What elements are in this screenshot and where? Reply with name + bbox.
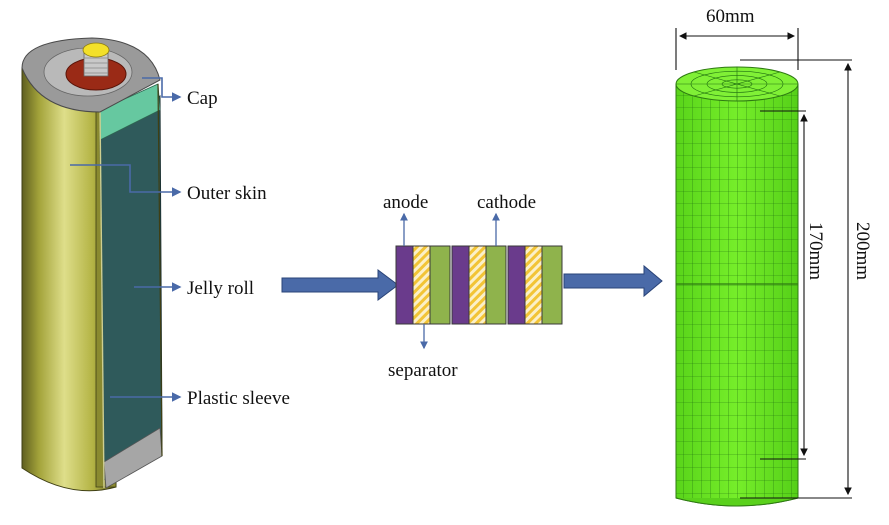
separator-layer-1 [412, 245, 431, 325]
terminal-tip [82, 42, 110, 58]
callout-lines [70, 77, 182, 402]
label-cap: Cap [187, 88, 218, 109]
label-outer-skin: Outer skin [187, 183, 267, 204]
arrow-to-layers [281, 269, 399, 301]
label-cathode: cathode [477, 192, 536, 213]
cathode-layer-3 [541, 245, 563, 325]
label-anode: anode [383, 192, 428, 213]
anode-layer-2 [451, 245, 470, 325]
label-jelly-roll: Jelly roll [187, 278, 254, 299]
mesh-cylinder [675, 66, 799, 507]
dimension-lines [675, 28, 852, 499]
label-height-200mm: 200mm [852, 222, 873, 280]
separator-layer-2 [468, 245, 487, 325]
anode-layer-1 [395, 245, 414, 325]
battery-cutaway [21, 37, 163, 492]
cathode-layer-1 [429, 245, 451, 325]
label-width-60mm: 60mm [706, 6, 755, 27]
layer-stack [395, 245, 563, 325]
separator-layer-3 [524, 245, 543, 325]
cathode-layer-2 [485, 245, 507, 325]
label-separator: separator [388, 360, 458, 381]
label-height-170mm: 170mm [805, 222, 826, 280]
arrow-to-mesh [563, 264, 663, 298]
label-plastic-sleeve: Plastic sleeve [187, 388, 290, 409]
jelly-roll-core [99, 95, 163, 481]
anode-layer-3 [507, 245, 526, 325]
